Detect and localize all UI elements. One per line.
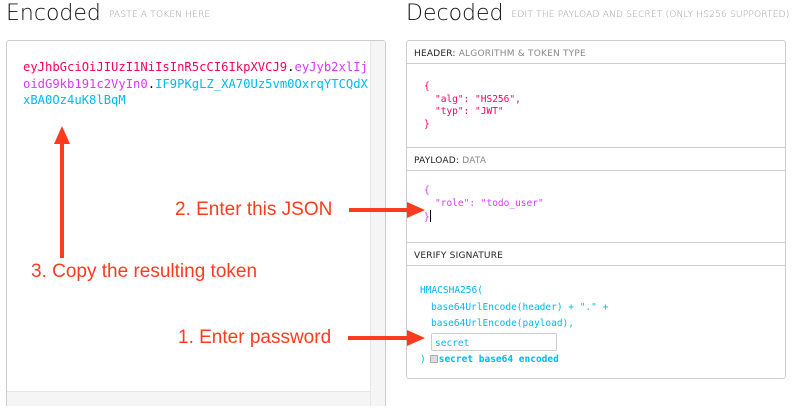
encoded-heading: Encoded — [6, 1, 101, 26]
signature-fn: HMACSHA256( — [420, 285, 483, 296]
token-text[interactable]: eyJhbGciOiJIUzI1NiIsInR5cCI6IkpXVCJ9.eyJ… — [23, 59, 368, 109]
payload-sublabel: DATA — [462, 156, 487, 166]
decoded-subtitle: EDIT THE PAYLOAD AND SECRET (ONLY HS256 … — [511, 10, 790, 20]
arrow-up-icon — [54, 126, 70, 144]
header-json-editor[interactable]: { "alg": "HS256", "typ": "JWT" } — [407, 64, 785, 148]
json-line: } — [424, 118, 430, 130]
annotation-step1: 1. Enter password — [178, 327, 332, 348]
text-cursor — [429, 210, 431, 222]
signature-section-title: VERIFY SIGNATURE — [407, 243, 785, 266]
arrow-right-shaft — [348, 336, 409, 340]
arrow-up-shaft — [60, 142, 64, 258]
vertical-scrollbar[interactable] — [370, 41, 385, 406]
base64-checkbox[interactable] — [429, 355, 438, 363]
encoded-token-editor[interactable]: eyJhbGciOiJIUzI1NiIsInR5cCI6IkpXVCJ9.eyJ… — [6, 40, 386, 406]
header-section-title: HEADER: ALGORITHM & TOKEN TYPE — [407, 41, 785, 64]
signature-line: base64UrlEncode(header) + "." + — [431, 301, 609, 313]
payload-section-title: PAYLOAD: DATA — [407, 148, 785, 171]
json-line: "alg": "HS256", — [435, 93, 521, 105]
signature-section: HMACSHA256( base64UrlEncode(header) + ".… — [407, 266, 785, 379]
encoded-subtitle: PASTE A TOKEN HERE — [108, 10, 211, 20]
encoded-title: Encoded PASTE A TOKEN HERE — [6, 1, 210, 26]
json-line: { — [424, 185, 430, 196]
arrow-right-icon — [407, 202, 425, 218]
token-signature-part: IF9PKgLZ_XA70Uz5vm0OxrqYTCQdXxBA0Oz4uK8l… — [23, 76, 368, 108]
payload-json-editor[interactable]: { "role": "todo_user" } — [407, 171, 785, 243]
json-line: "typ": "JWT" — [435, 106, 504, 117]
arrow-right-icon — [407, 330, 425, 346]
json-line: "role": "todo_user" — [435, 197, 544, 209]
token-dot: . — [147, 76, 156, 91]
decoded-title: Decoded EDIT THE PAYLOAD AND SECRET (ONLY… — [406, 1, 789, 26]
annotation-step2: 2. Enter this JSON — [175, 199, 333, 220]
decoded-heading: Decoded — [406, 1, 504, 26]
arrow-right-shaft — [349, 208, 409, 212]
horizontal-scrollbar[interactable] — [7, 391, 370, 406]
token-payload-part: eyJyb2xlIjoidG9kb191c2VyIn0 — [23, 60, 368, 91]
header-sublabel: ALGORITHM & TOKEN TYPE — [458, 49, 586, 59]
annotation-step3: 3. Copy the resulting token — [31, 261, 258, 282]
signature-label: VERIFY SIGNATURE — [414, 251, 504, 261]
signature-line: base64UrlEncode(payload), — [431, 318, 574, 329]
json-line: } — [424, 212, 430, 223]
payload-label: PAYLOAD: — [414, 156, 460, 166]
json-line: { — [424, 81, 430, 92]
secret-input[interactable]: secret — [431, 332, 557, 351]
base64-checkbox-label[interactable]: secret base64 encoded — [438, 354, 559, 365]
decoded-panel: HEADER: ALGORITHM & TOKEN TYPE { "alg": … — [406, 40, 786, 379]
token-header-part: eyJhbGciOiJIUzI1NiIsInR5cCI6IkpXVCJ9 — [23, 60, 288, 74]
token-dot: . — [287, 60, 295, 74]
header-label: HEADER: — [414, 49, 456, 59]
signature-close: ) — [420, 354, 426, 365]
